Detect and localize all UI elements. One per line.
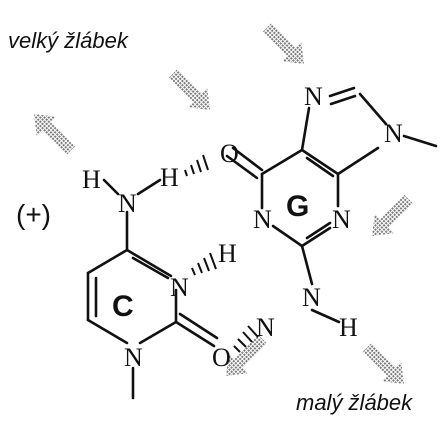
atom-h-n4-left: H [82, 165, 101, 194]
atom-n7: N [304, 82, 323, 111]
minor-groove-label: malý žlábek [296, 390, 413, 415]
atom-n1-guanine: N [253, 205, 272, 234]
arrow-minor-groove-1 [372, 194, 414, 236]
atom-n3-guanine: N [332, 205, 351, 234]
atom-n3-cytosine: N [170, 273, 189, 302]
hydrogen-bonds [184, 154, 259, 353]
atom-n9: N [384, 119, 403, 148]
atom-n4-cytosine: N [118, 189, 137, 218]
arrow-minor-groove-2 [362, 342, 404, 384]
h-bond-n1-n3 [191, 252, 217, 276]
arrow-major-groove-2 [262, 22, 304, 64]
cytosine-bonds [86, 178, 219, 400]
guanine-ring-label: G [286, 190, 309, 223]
atom-h-n1-guanine: H [218, 239, 237, 268]
guanine-bonds [225, 86, 438, 324]
atom-o6: O [220, 139, 239, 168]
atom-o2-cytosine: O [212, 343, 231, 372]
h-bond-o6-n4 [184, 154, 209, 177]
h-bond-n2-o2 [233, 325, 259, 353]
arrow-major-groove-1 [168, 68, 210, 110]
atom-h-n2-guanine: H [339, 313, 358, 342]
atom-n1-cytosine: N [124, 343, 143, 372]
atom-n-amino-guanine: N [256, 313, 275, 342]
cytosine-ring-label: C [112, 290, 134, 323]
arrow-major-groove-3 [34, 114, 76, 156]
atom-h-n4-right: H [160, 163, 179, 192]
major-groove-label: velký žlábek [8, 28, 129, 53]
arrow-minor-groove-3 [226, 334, 268, 376]
charge-label: (+) [16, 199, 51, 230]
atom-n2-guanine: N [302, 283, 321, 312]
